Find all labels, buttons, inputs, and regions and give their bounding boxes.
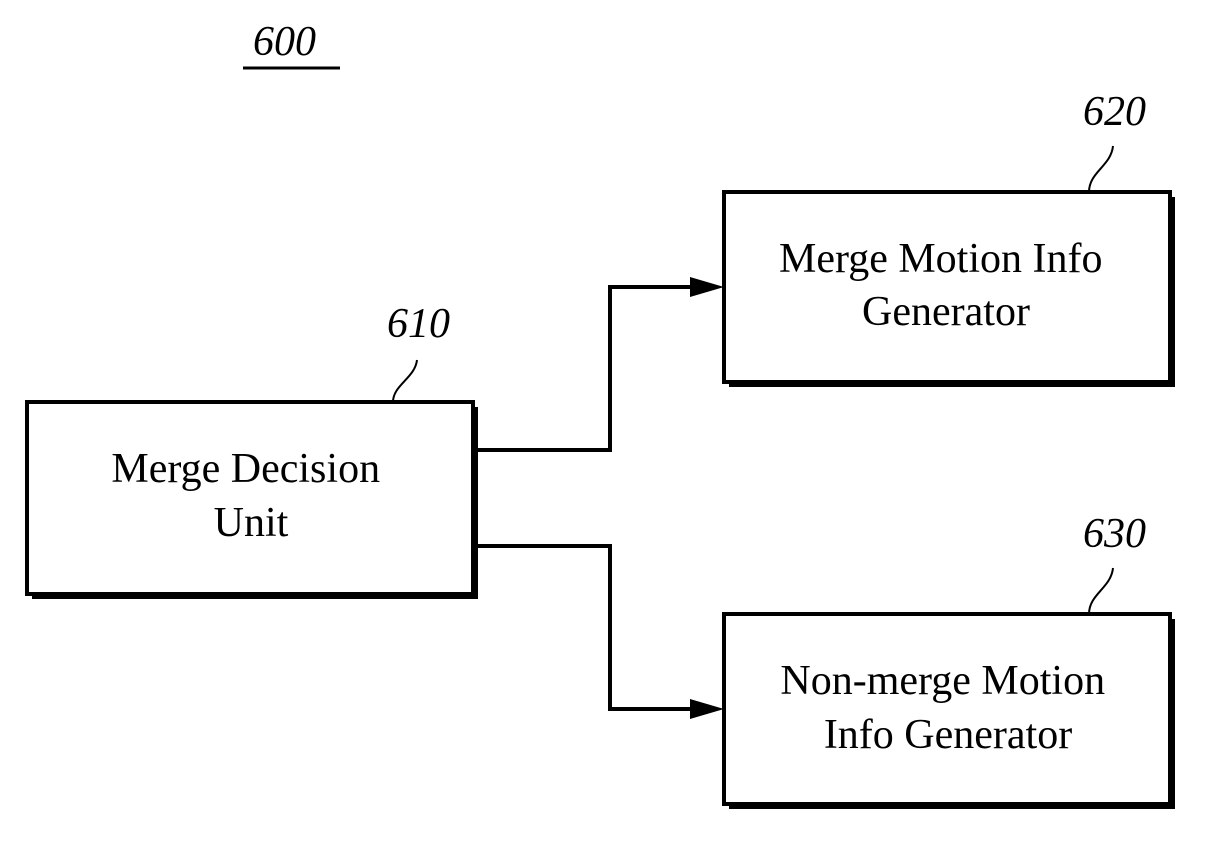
merge-decision-unit-box xyxy=(27,402,473,594)
ref-630-leader xyxy=(1089,568,1113,614)
ref-620-label: 620 xyxy=(1083,89,1146,135)
ref-610-label: 610 xyxy=(387,301,450,347)
ref-630-label: 630 xyxy=(1083,511,1146,557)
merge-motion-info-generator-label-line-1: Merge Motion Info xyxy=(779,236,1103,282)
non-merge-motion-info-generator-block: Non-merge Motion Info Generator xyxy=(724,614,1175,809)
non-merge-motion-info-generator-label-line-1: Non-merge Motion xyxy=(780,658,1105,704)
merge-motion-info-generator-box xyxy=(724,192,1170,382)
merge-decision-unit-block: Merge Decision Unit xyxy=(27,402,478,599)
connector-610-to-630 xyxy=(478,546,694,709)
ref-620-leader xyxy=(1089,146,1113,192)
arrowhead-to-620 xyxy=(690,277,724,297)
arrowhead-to-630 xyxy=(690,699,724,719)
connector-610-to-620 xyxy=(478,287,694,450)
merge-motion-info-generator-block: Merge Motion Info Generator xyxy=(724,192,1175,387)
non-merge-motion-info-generator-box xyxy=(724,614,1170,804)
non-merge-motion-info-generator-label-line-2: Info Generator xyxy=(824,712,1072,758)
merge-motion-info-generator-label-line-2: Generator xyxy=(862,289,1030,335)
merge-decision-unit-label-line-1: Merge Decision xyxy=(111,446,380,492)
figure-number: 600 xyxy=(253,19,316,65)
ref-610-leader xyxy=(393,360,417,402)
merge-decision-unit-label-line-2: Unit xyxy=(214,500,289,546)
